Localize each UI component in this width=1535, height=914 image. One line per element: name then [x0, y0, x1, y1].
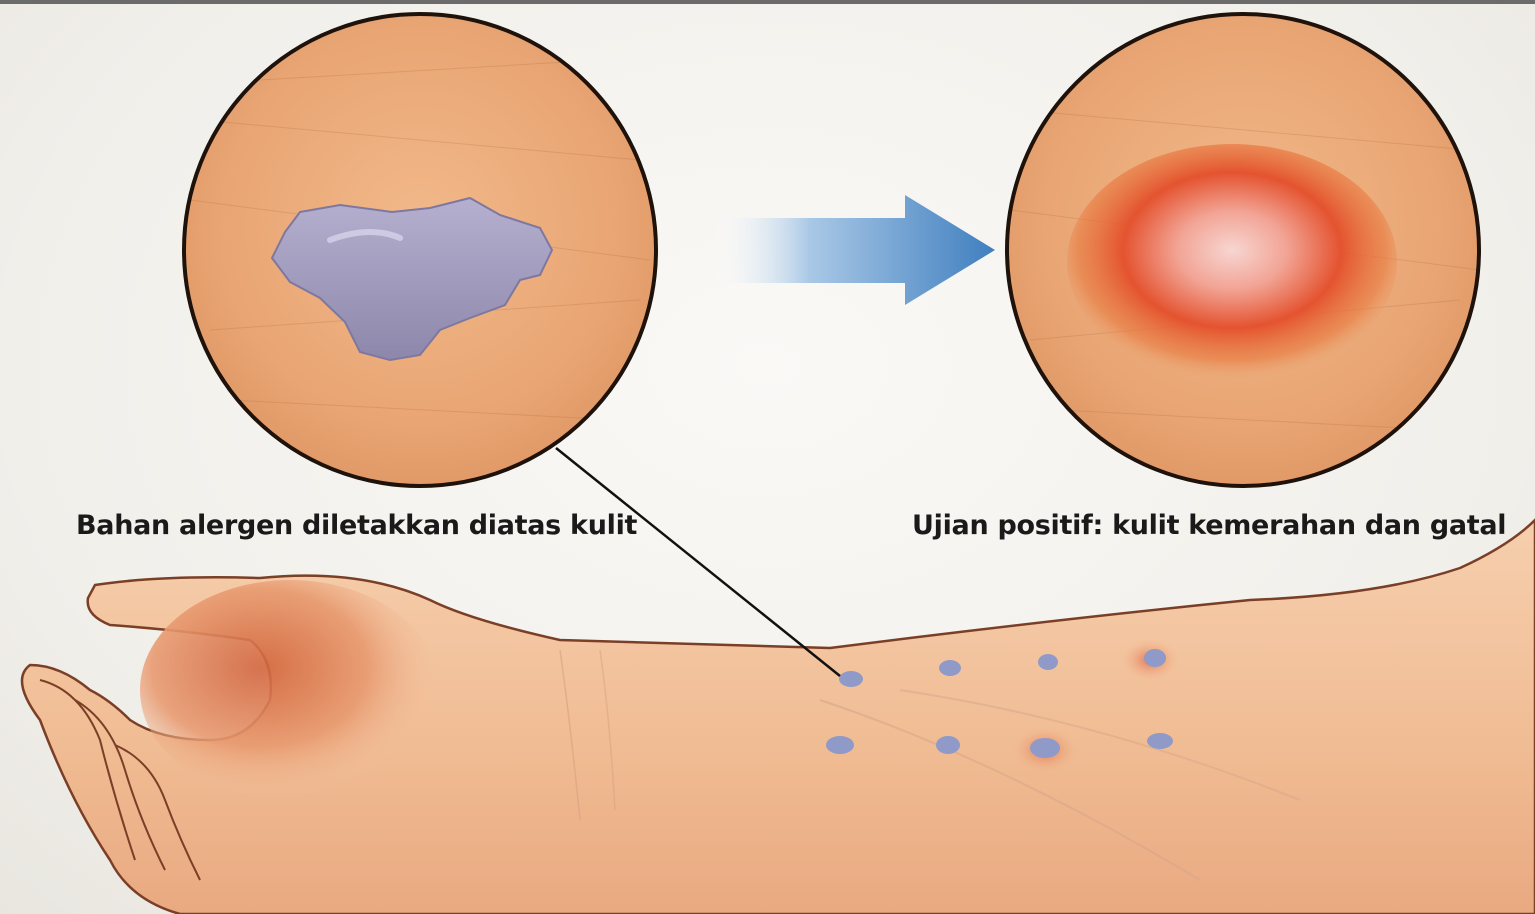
magnified-skin-reaction [1007, 14, 1480, 486]
magnified-skin-allergen [184, 14, 656, 486]
allergen-dot [826, 736, 854, 754]
caption-allergen-applied: Bahan alergen diletakkan diatas kulit [76, 510, 637, 541]
allergen-dot [1030, 738, 1060, 758]
forearm [22, 520, 1535, 914]
allergen-dot [939, 660, 961, 676]
allergen-dot [1144, 649, 1166, 667]
right-arrow-icon [710, 195, 995, 305]
red-reaction [1067, 144, 1397, 380]
caption-positive-result: Ujian positif: kulit kemerahan dan gatal [912, 510, 1506, 541]
allergen-dot [1038, 654, 1058, 670]
allergen-dot [1147, 733, 1173, 749]
allergen-dot [936, 736, 960, 754]
allergen-dot [839, 671, 863, 687]
